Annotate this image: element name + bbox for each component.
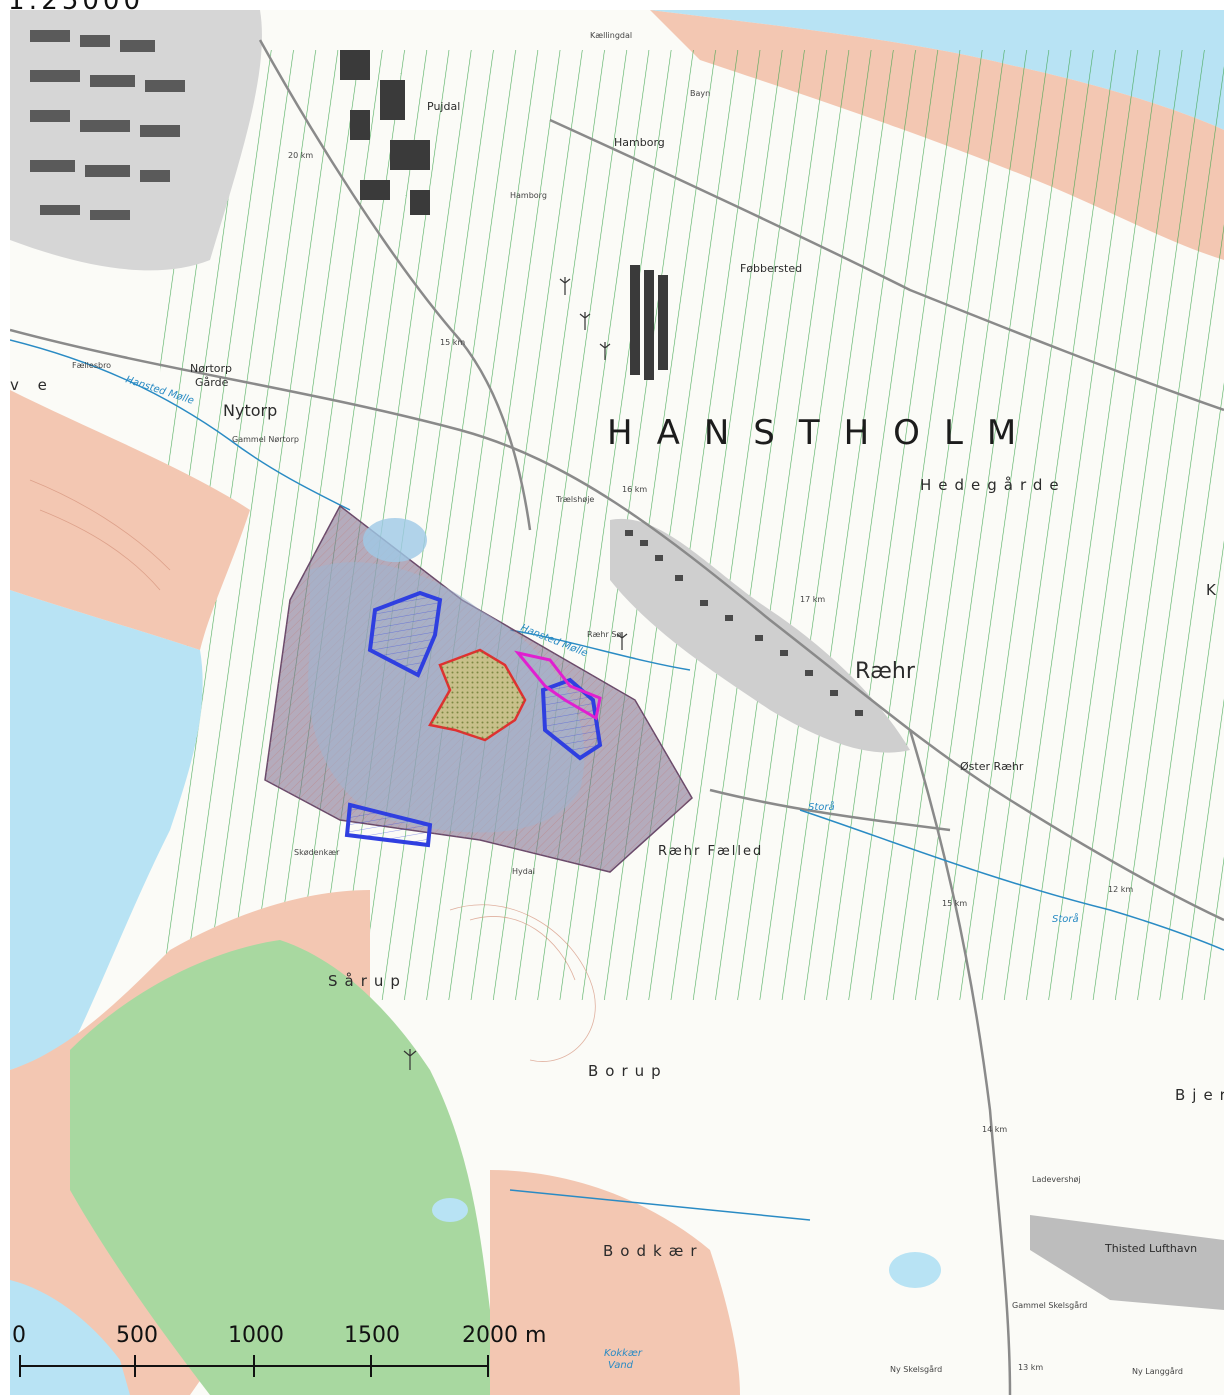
- label-hanstholm: HANSTHOLM: [607, 413, 1040, 453]
- greenhouses: [630, 265, 668, 380]
- label-kaellingdal: Kællingdal: [590, 31, 632, 40]
- label-ny-skelsgard: Ny Skelsgård: [890, 1364, 942, 1374]
- west-water: [10, 590, 203, 1070]
- industrial-area: [340, 50, 430, 215]
- blue-area-south[interactable]: [344, 802, 433, 848]
- blue-area-east[interactable]: [540, 677, 603, 761]
- scale-bar: 0 500 1000 1500 2000 m: [12, 1323, 546, 1377]
- label-ve: v e: [10, 376, 54, 394]
- label-km-13: 13 km: [1018, 1363, 1043, 1372]
- label-garde: Gårde: [195, 376, 229, 389]
- pond-center: [432, 1198, 468, 1222]
- label-hamborg: Hamborg: [614, 136, 665, 149]
- label-pujdal: Pujdal: [427, 100, 460, 113]
- label-stora-2: Storå: [1052, 912, 1079, 925]
- airport-runway-area: [1030, 1215, 1224, 1310]
- label-k: K: [1206, 581, 1223, 599]
- sea-area: [650, 10, 1224, 130]
- label-bodkaer: Bodkær: [603, 1242, 704, 1260]
- central-heath: [490, 1170, 740, 1395]
- label-hedegarde: Hedegårde: [920, 476, 1066, 494]
- scale-tick-1000: 1000: [228, 1323, 284, 1348]
- scale-tick-500: 500: [116, 1323, 158, 1348]
- label-raehr-faelled: Ræhr Fælled: [658, 844, 763, 859]
- streams: [10, 339, 1224, 1221]
- label-ladevershoj: Ladevershøj: [1032, 1175, 1081, 1184]
- southwest-forest: [70, 940, 490, 1395]
- red-dotted-fill: [430, 650, 525, 740]
- label-oster-raehr: Øster Ræhr: [960, 760, 1024, 773]
- roads: [10, 39, 1224, 1395]
- scale-tick-1500: 1500: [344, 1323, 400, 1348]
- label-borup: Borup: [588, 1062, 668, 1080]
- label-km-16: 16 km: [622, 485, 647, 494]
- wind-turbine-icons: [403, 277, 628, 1070]
- label-sarup: Sårup: [328, 972, 407, 990]
- west-heath: [10, 390, 250, 650]
- blue-area-north[interactable]: [367, 590, 443, 678]
- label-gammel-skelsgard: Gammel Skelsgård: [1012, 1300, 1087, 1310]
- raehr-so-lake: [363, 518, 427, 562]
- label-raehr: Ræhr: [855, 659, 916, 684]
- label-traelshoje: Trælshøje: [555, 495, 594, 504]
- label-km-15: 15 km: [440, 338, 465, 347]
- label-ny-langgard: Ny Langgård: [1132, 1366, 1183, 1376]
- label-hydal: Hydal: [512, 867, 535, 876]
- label-thisted-lufthavn: Thisted Lufthavn: [1104, 1242, 1197, 1255]
- scale-tick-0: 0: [12, 1323, 26, 1348]
- label-km-12: 12 km: [1108, 885, 1133, 894]
- label-stora: Storå: [808, 800, 835, 813]
- label-bjerre: Bjer: [1175, 1086, 1224, 1104]
- topographic-map[interactable]: HANSTHOLM Ræhr Nytorp Nørtorp Gårde Gamm…: [10, 10, 1224, 1395]
- label-hamborg-small: Hamborg: [510, 191, 547, 200]
- label-km-17: 17 km: [800, 595, 825, 604]
- label-gammel-nortorp: Gammel Nørtorp: [232, 435, 299, 444]
- magenta-area[interactable]: [514, 650, 602, 721]
- label-vand: Vand: [608, 1360, 634, 1371]
- label-fabersted: Føbbersted: [740, 262, 802, 275]
- label-raehr-so: Ræhr Sø: [587, 630, 621, 639]
- label-nortorp: Nørtorp: [190, 362, 232, 375]
- label-fallesbro: Fællesbro: [72, 361, 111, 370]
- label-nytorp: Nytorp: [223, 401, 277, 420]
- town-blocks: [30, 30, 185, 220]
- label-km-15b: 15 km: [942, 899, 967, 908]
- scale-tick-2000: 2000 m: [462, 1323, 546, 1348]
- label-skadenkaer: Skødenkær: [294, 848, 340, 857]
- label-bayn: Bayn: [690, 89, 710, 98]
- village-houses: [625, 530, 863, 716]
- label-km-20: 20 km: [288, 151, 313, 160]
- label-kokkaer: Kokkær: [604, 1348, 643, 1359]
- contour-lines: [29, 479, 596, 1062]
- pond-southeast: [889, 1252, 941, 1288]
- label-km-14: 14 km: [982, 1125, 1007, 1134]
